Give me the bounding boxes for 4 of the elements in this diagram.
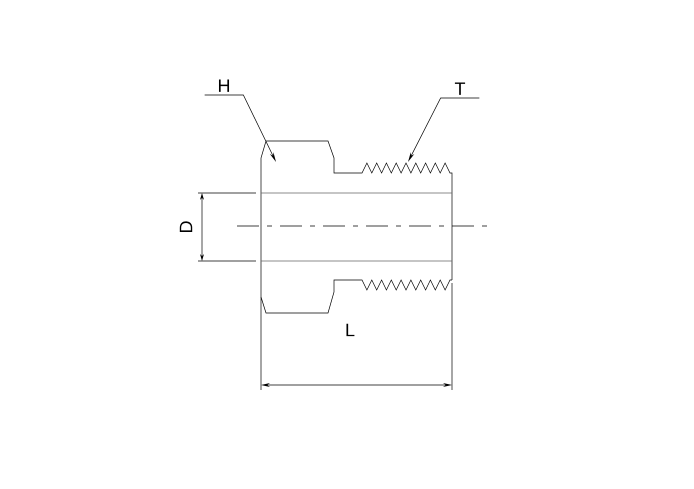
- dimension-label: L: [346, 324, 354, 336]
- callout-letter: H: [218, 79, 230, 92]
- callout-letter: T: [454, 82, 466, 95]
- dimension-label: D: [180, 221, 192, 232]
